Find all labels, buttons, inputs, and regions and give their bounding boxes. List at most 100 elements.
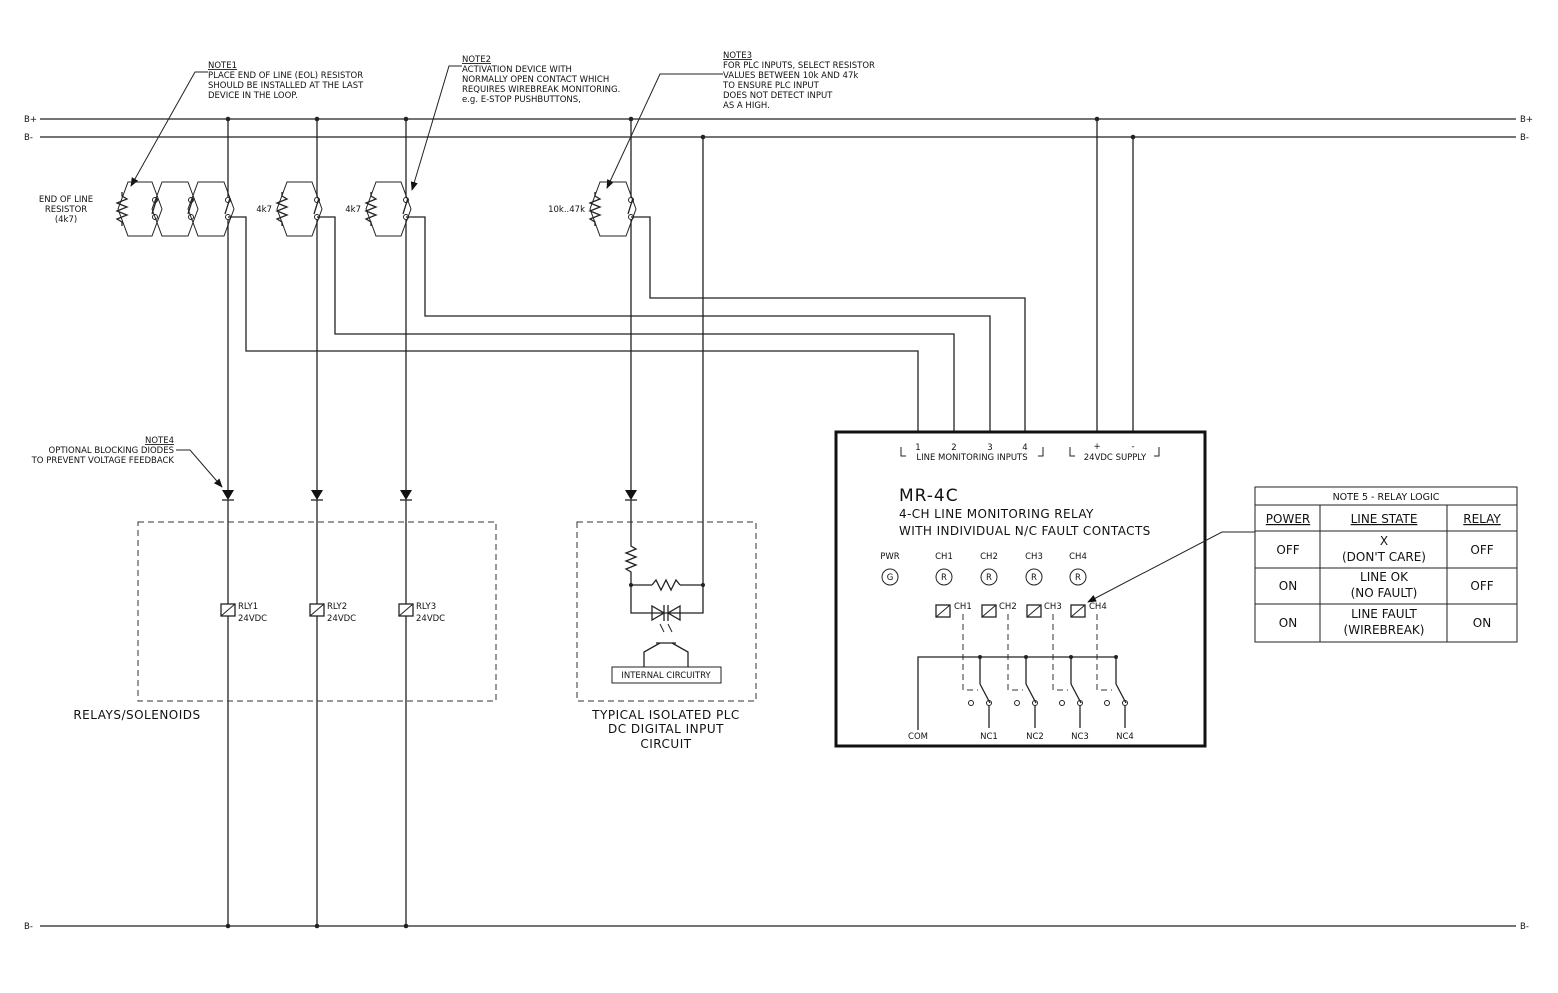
rly2-voltage: 24VDC xyxy=(327,614,356,624)
row1-state-2: (DON'T CARE) xyxy=(1342,550,1426,564)
bplus-label-right: B+ xyxy=(1520,115,1533,125)
led-ch1-letter: R xyxy=(941,573,947,583)
note4-title: NOTE4 xyxy=(145,436,174,446)
rly3-voltage: 24VDC xyxy=(416,614,445,624)
note5-leader xyxy=(1087,531,1255,603)
row2-power: ON xyxy=(1279,579,1297,593)
module-name: MR-4C xyxy=(899,486,959,506)
internal-circuitry-label: INTERNAL CIRCUITRY xyxy=(621,671,711,681)
drop-wires xyxy=(227,119,632,926)
note1-line2: SHOULD BE INSTALLED AT THE LAST xyxy=(208,81,364,91)
plc-caption-1: TYPICAL ISOLATED PLC xyxy=(591,708,740,722)
nc3-label: NC3 xyxy=(1071,732,1089,742)
rly2-label: RLY2 xyxy=(327,602,347,612)
led-ch2-label: CH2 xyxy=(980,552,998,562)
resistor-4k7-b xyxy=(364,192,378,226)
note1-line1: PLACE END OF LINE (EOL) RESISTOR xyxy=(208,71,363,81)
bminus-label-right: B- xyxy=(1520,133,1529,143)
led-ch2-letter: R xyxy=(986,573,992,583)
note4: NOTE4 OPTIONAL BLOCKING DIODES TO PREVEN… xyxy=(31,436,223,488)
nc-contact-4 xyxy=(1104,657,1128,728)
bminus-label-left: B- xyxy=(24,133,33,143)
note2-title: NOTE2 xyxy=(462,55,491,65)
coil-ch1 xyxy=(935,604,951,618)
nc2-label: NC2 xyxy=(1026,732,1044,742)
eol-label-1: END OF LINE xyxy=(39,195,93,205)
note3: NOTE3 FOR PLC INPUTS, SELECT RESISTOR VA… xyxy=(606,51,875,189)
plc-series-resistor xyxy=(651,578,681,592)
note2-line3: REQUIRES WIREBREAK MONITORING. xyxy=(462,85,620,95)
row1-power: OFF xyxy=(1276,543,1299,557)
row3-relay: ON xyxy=(1473,616,1491,630)
led-ch3 xyxy=(1025,568,1043,586)
resistor-4k7-a xyxy=(275,192,289,226)
note3-line5: AS A HIGH. xyxy=(723,101,770,111)
note1-title: NOTE1 xyxy=(208,61,237,71)
led-ch3-letter: R xyxy=(1031,573,1037,583)
led-ch4 xyxy=(1069,568,1087,586)
internal-circuitry-box xyxy=(611,666,722,684)
note3-line3: TO ENSURE PLC INPUT xyxy=(722,81,820,91)
rly1-voltage: 24VDC xyxy=(238,614,267,624)
monitoring-input-wires xyxy=(228,119,1134,585)
note4-line1: OPTIONAL BLOCKING DIODES xyxy=(49,446,175,456)
contact-group-3: 4k7 xyxy=(345,181,412,237)
module-desc-2: WITH INDIVIDUAL N/C FAULT CONTACTS xyxy=(899,524,1151,538)
eol-label-2: RESISTOR xyxy=(45,205,87,215)
led-pwr-label: PWR xyxy=(880,552,900,562)
wire-input-2 xyxy=(317,216,955,431)
coil-ch4-label: CH4 xyxy=(1089,602,1107,612)
note3-leader xyxy=(606,73,723,189)
note1: NOTE1 PLACE END OF LINE (EOL) RESISTOR S… xyxy=(130,61,364,187)
terminal-1: 1 xyxy=(915,443,920,453)
plc-caption-3: CIRCUIT xyxy=(640,737,691,751)
bminus-bottom-label-left: B- xyxy=(24,922,33,932)
row2-state-1: LINE OK xyxy=(1360,570,1409,584)
relay-logic-table: NOTE 5 - RELAY LOGIC POWER LINE STATE RE… xyxy=(1254,486,1518,643)
power-rails: B+ B- B- B+ B- B- xyxy=(24,115,1533,932)
note2-line2: NORMALLY OPEN CONTACT WHICH xyxy=(462,75,609,85)
coil-ch1-label: CH1 xyxy=(954,602,972,612)
table-header-line-state: LINE STATE xyxy=(1351,512,1418,526)
terminal-supply-minus: - xyxy=(1131,442,1134,452)
table-header-power: POWER xyxy=(1266,512,1310,526)
nc4-label: NC4 xyxy=(1116,732,1134,742)
plc-input-circuit: INTERNAL CIRCUITRY TYPICAL ISOLATED PLC … xyxy=(576,500,757,751)
led-ch1-label: CH1 xyxy=(935,552,953,562)
row3-power: ON xyxy=(1279,616,1297,630)
resistor-10k-47k xyxy=(588,192,602,226)
relay-coil-1 xyxy=(220,603,236,617)
row1-relay: OFF xyxy=(1470,543,1493,557)
note3-line1: FOR PLC INPUTS, SELECT RESISTOR xyxy=(723,61,875,71)
terminal-3: 3 xyxy=(987,443,992,453)
relays-group-label: RELAYS/SOLENOIDS xyxy=(73,708,200,722)
module-desc-1: 4-CH LINE MONITORING RELAY xyxy=(899,507,1094,521)
bminus-bottom-label-right: B- xyxy=(1520,922,1529,932)
led-ch1 xyxy=(935,568,953,586)
note1-leader xyxy=(130,71,208,187)
mr4c-module: 1 2 3 4 + - LINE MONITORING INPUTS 24VDC… xyxy=(834,430,1255,748)
plc-input-resistor xyxy=(624,542,638,585)
led-ch4-label: CH4 xyxy=(1069,552,1087,562)
coil-ch4 xyxy=(1070,604,1086,618)
table-header-relay: RELAY xyxy=(1463,512,1501,526)
note2-leader xyxy=(410,65,462,191)
coil-ch2 xyxy=(981,604,997,618)
led-ch3-label: CH3 xyxy=(1025,552,1043,562)
nc-contact-1 xyxy=(968,657,992,728)
eol-label-3: (4k7) xyxy=(55,215,77,225)
row2-state-2: (NO FAULT) xyxy=(1351,586,1418,600)
terminal-4: 4 xyxy=(1022,443,1027,453)
eol-contact-chain: END OF LINE RESISTOR (4k7) xyxy=(39,181,235,237)
row1-state-1: X xyxy=(1380,534,1388,548)
eol-resistor xyxy=(115,192,129,226)
nc-contact-2 xyxy=(1014,657,1038,728)
note4-line2: TO PREVENT VOLTAGE FEEDBACK xyxy=(31,456,175,466)
coil-ch3-label: CH3 xyxy=(1044,602,1062,612)
note2: NOTE2 ACTIVATION DEVICE WITH NORMALLY OP… xyxy=(410,55,620,191)
supply-label: 24VDC SUPPLY xyxy=(1084,453,1147,463)
row3-state-1: LINE FAULT xyxy=(1351,607,1417,621)
bplus-label-left: B+ xyxy=(24,115,37,125)
note3-line2: VALUES BETWEEN 10k AND 47k xyxy=(723,71,858,81)
